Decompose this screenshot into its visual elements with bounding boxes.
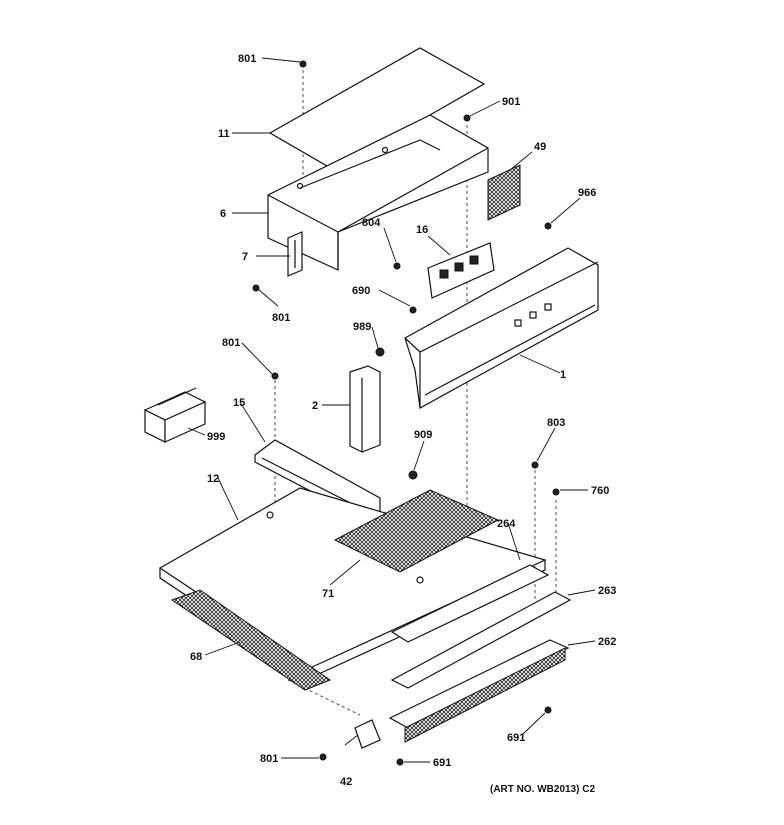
callout-804: 804 bbox=[362, 217, 381, 229]
callout-1: 1 bbox=[560, 369, 566, 381]
callout-999: 999 bbox=[207, 431, 225, 443]
screw-icon bbox=[531, 461, 539, 469]
callout-16: 16 bbox=[416, 224, 428, 236]
callout-262: 262 bbox=[598, 636, 616, 648]
insulation-pad bbox=[333, 489, 500, 573]
art-number: (ART NO. WB2013) C2 bbox=[490, 784, 595, 795]
screw-icon bbox=[393, 262, 401, 270]
screw-icon bbox=[544, 706, 552, 714]
screw-icon bbox=[252, 284, 260, 292]
callout-12: 12 bbox=[207, 473, 219, 485]
callout-801: 801 bbox=[222, 337, 240, 349]
callout-901: 901 bbox=[502, 96, 520, 108]
callout-690: 690 bbox=[352, 285, 370, 297]
callout-labels: 801 11 901 49 966 6 804 16 7 801 690 989… bbox=[190, 53, 616, 788]
callout-760: 760 bbox=[591, 485, 609, 497]
screw-icon bbox=[375, 347, 385, 357]
screw-icon bbox=[552, 488, 560, 496]
callout-801: 801 bbox=[272, 312, 290, 324]
screw-icon bbox=[409, 306, 417, 314]
screw-icon bbox=[408, 470, 418, 480]
vent-assembly bbox=[388, 639, 570, 743]
top-cover-plate bbox=[268, 47, 486, 171]
trim-strip bbox=[390, 564, 550, 643]
screw-icon bbox=[319, 753, 327, 761]
end-cap bbox=[349, 365, 381, 453]
screw-icon bbox=[299, 60, 307, 68]
screw-icon bbox=[271, 372, 279, 380]
small-bracket bbox=[354, 719, 381, 749]
control-board bbox=[427, 242, 495, 299]
callout-803: 803 bbox=[547, 417, 565, 429]
callout-801: 801 bbox=[260, 753, 278, 765]
callout-691: 691 bbox=[507, 732, 525, 744]
screw-icon bbox=[396, 758, 404, 766]
screw-icon bbox=[544, 222, 552, 230]
callout-6: 6 bbox=[220, 208, 226, 220]
callout-263: 263 bbox=[598, 585, 616, 597]
screw-icon bbox=[463, 114, 471, 122]
rear-housing bbox=[267, 114, 489, 271]
control-panel bbox=[404, 247, 599, 409]
callout-11: 11 bbox=[218, 128, 230, 140]
callout-71: 71 bbox=[322, 588, 334, 600]
callout-7: 7 bbox=[242, 251, 248, 263]
leader-lines bbox=[187, 57, 596, 763]
packaged-part-box bbox=[143, 387, 207, 443]
callout-801: 801 bbox=[238, 53, 256, 65]
callout-966: 966 bbox=[578, 187, 596, 199]
callout-68: 68 bbox=[190, 651, 202, 663]
callout-2: 2 bbox=[312, 400, 318, 412]
under-tray-insulation bbox=[170, 589, 332, 691]
callout-42: 42 bbox=[340, 776, 352, 788]
callout-264: 264 bbox=[497, 518, 516, 530]
callout-49: 49 bbox=[534, 141, 546, 153]
callout-691: 691 bbox=[433, 757, 451, 769]
callout-15: 15 bbox=[233, 397, 245, 409]
lower-trim-strip bbox=[390, 591, 572, 689]
vent-grille bbox=[487, 164, 521, 221]
callout-989: 989 bbox=[353, 321, 371, 333]
bracket bbox=[287, 231, 303, 277]
callout-909: 909 bbox=[414, 429, 432, 441]
screw-icons bbox=[252, 60, 560, 766]
